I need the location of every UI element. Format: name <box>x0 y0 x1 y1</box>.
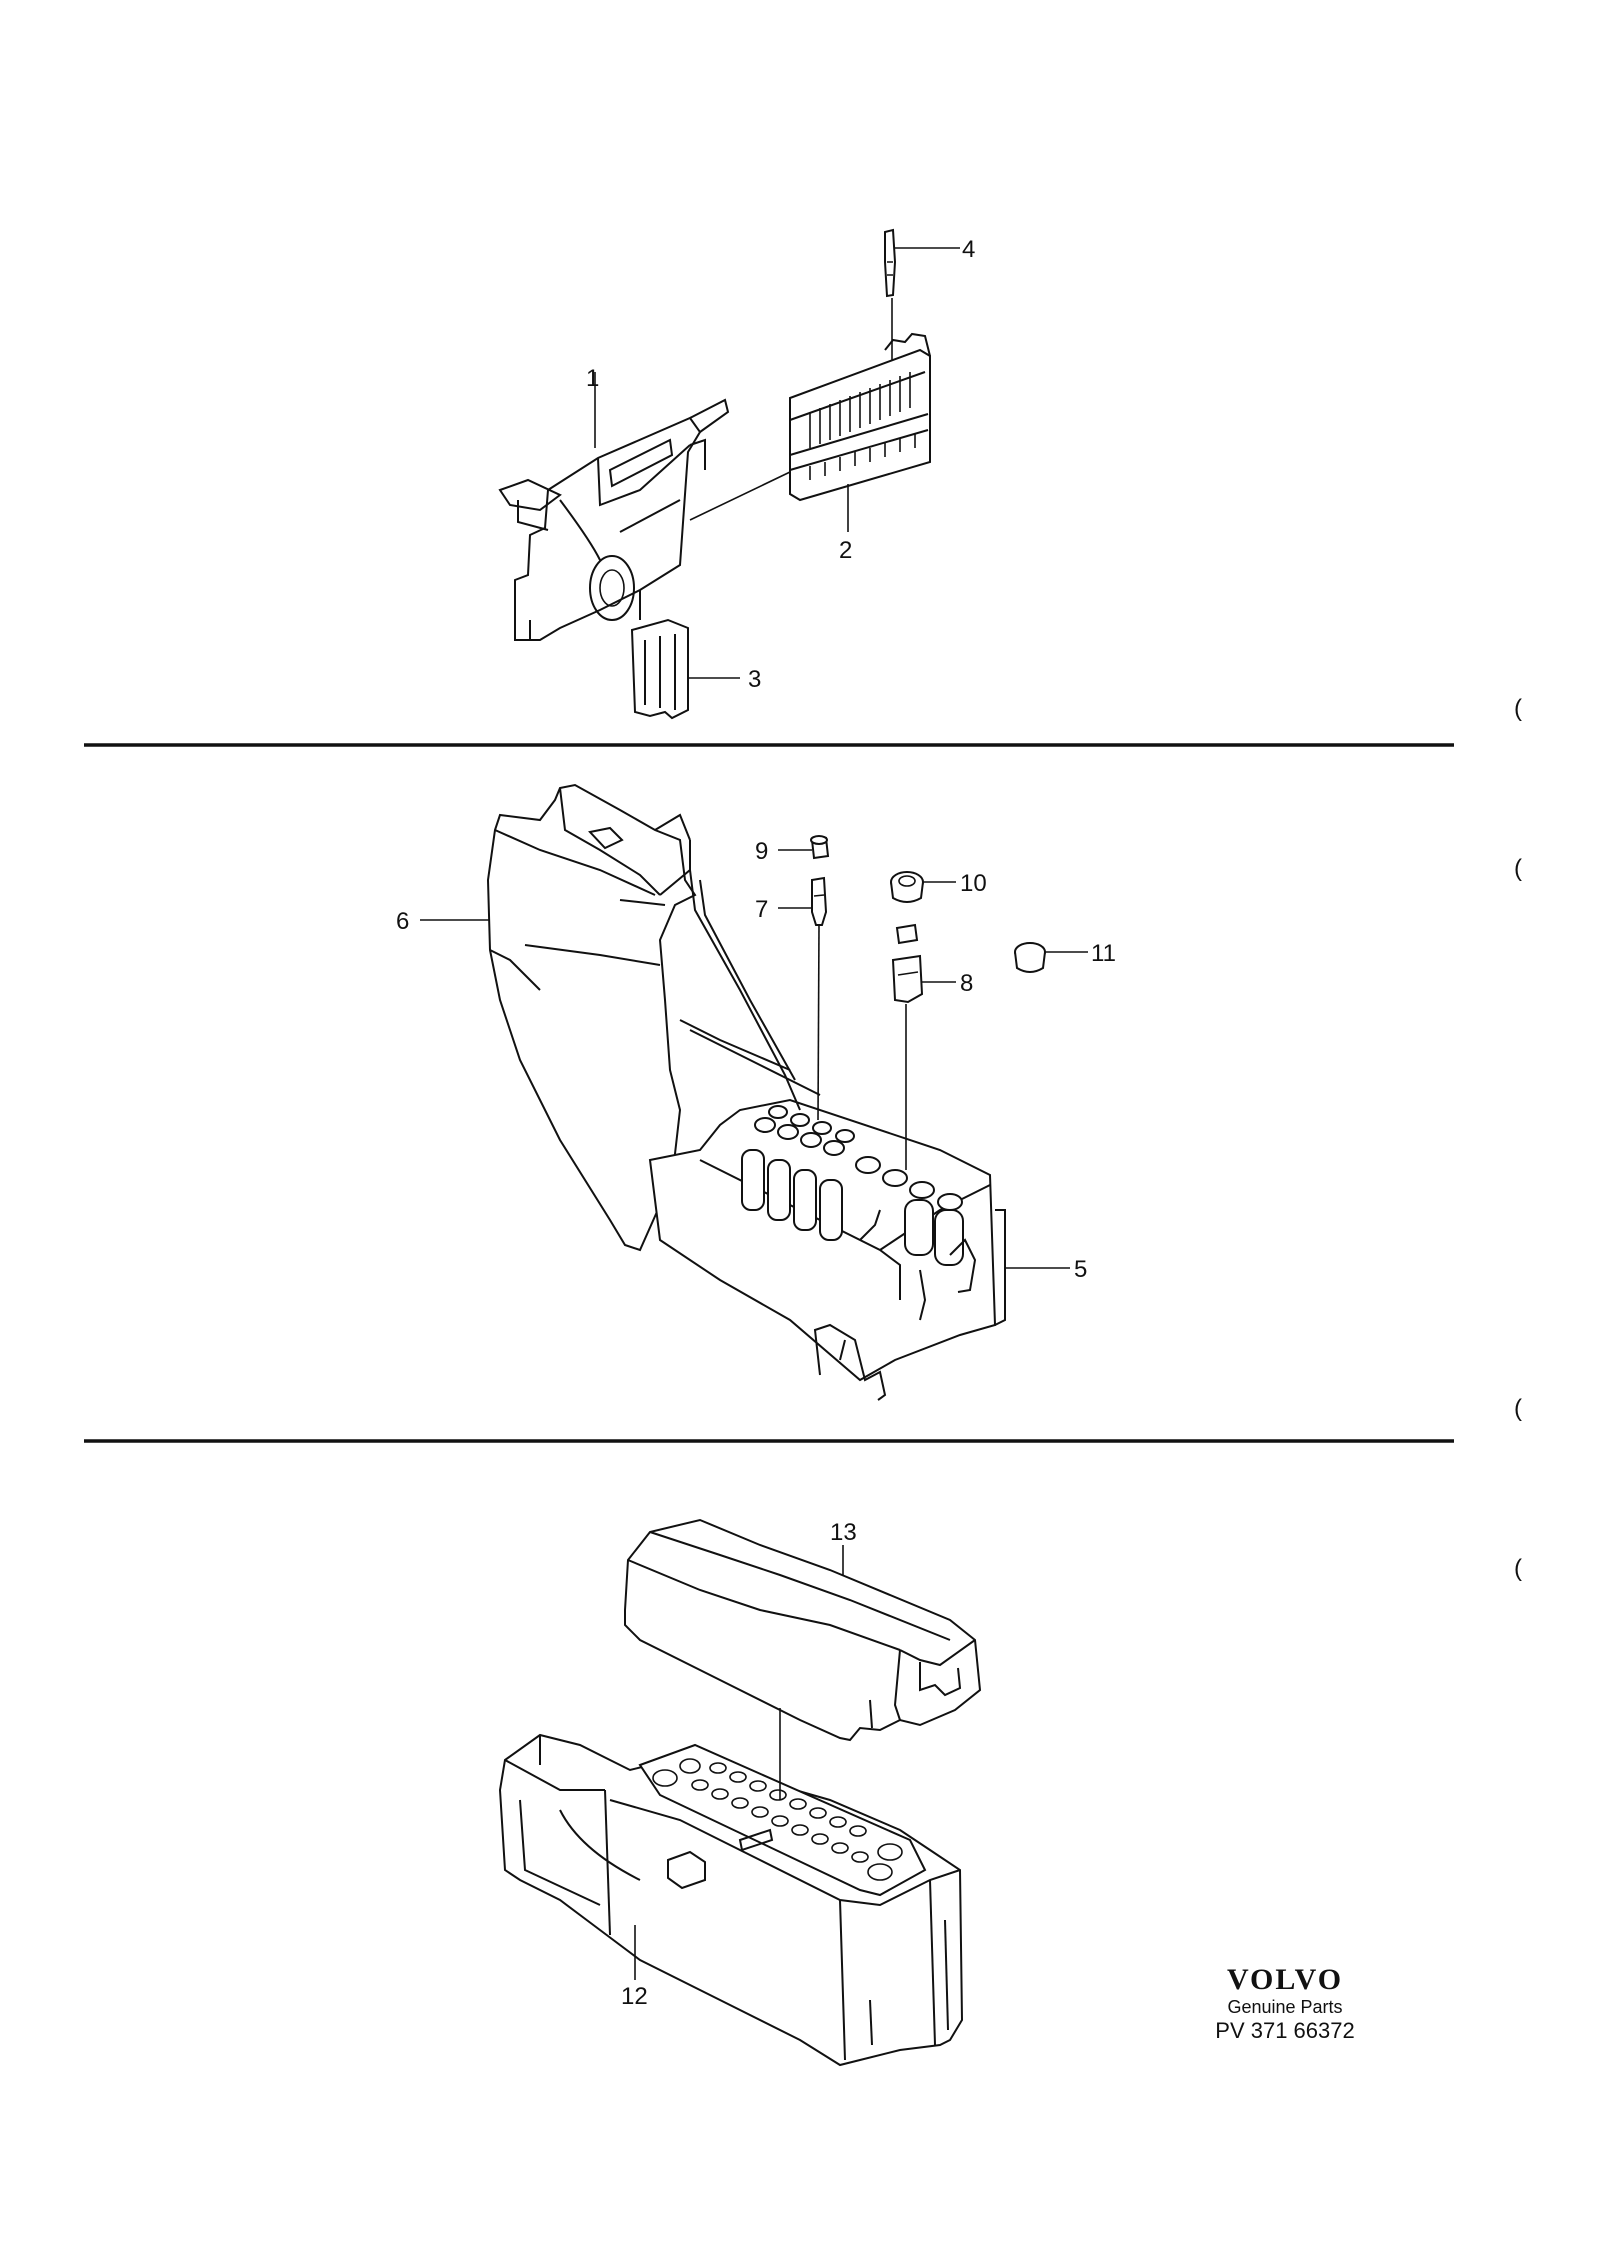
part-7-pin <box>811 876 828 926</box>
part-8-terminal <box>891 923 924 1004</box>
part-2-connector-strip <box>789 332 931 502</box>
section-3: 13 12 <box>498 1518 982 2067</box>
part-13-lid <box>624 1518 982 1742</box>
part-12-base <box>498 1733 964 2067</box>
brand-block: VOLVO Genuine Parts PV 371 66372 <box>1185 1964 1385 2044</box>
label-10: 10 <box>960 870 987 897</box>
label-6: 6 <box>396 908 409 935</box>
leader-7b <box>817 925 820 1121</box>
leader-1b <box>689 471 791 521</box>
part-5-housing <box>648 869 1006 1401</box>
label-8: 8 <box>960 970 973 997</box>
label-4: 4 <box>962 236 975 263</box>
label-9: 9 <box>755 838 768 865</box>
section-1: 1 2 3 4 <box>498 228 975 720</box>
part-11-cap <box>1014 942 1046 973</box>
section-2: 9 7 10 8 11 6 5 <box>396 783 1116 1401</box>
part-10-grommet <box>890 871 924 903</box>
diagram-reference: PV 371 66372 <box>1215 2018 1355 2043</box>
label-7: 7 <box>755 896 768 923</box>
label-13: 13 <box>830 1519 857 1546</box>
label-12: 12 <box>621 1983 648 2010</box>
connector-grid <box>638 1743 927 1897</box>
label-3: 3 <box>748 666 761 693</box>
label-11: 11 <box>1091 940 1116 967</box>
brand-tagline: Genuine Parts <box>1227 1997 1343 2017</box>
margin-mark: ( <box>1514 1395 1522 1422</box>
margin-mark: ( <box>1514 855 1522 882</box>
volvo-logo: VOLVO <box>1226 1963 1344 1996</box>
part-9-plug <box>810 835 830 860</box>
margin-mark: ( <box>1514 1555 1522 1582</box>
label-2: 2 <box>839 537 852 564</box>
label-1: 1 <box>586 365 599 392</box>
margin-mark: ( <box>1514 695 1522 722</box>
part-3-clip <box>630 618 689 720</box>
part-4-terminal <box>884 228 897 298</box>
label-5: 5 <box>1074 1256 1087 1283</box>
socket-array <box>741 1105 964 1266</box>
part-1-bracket <box>498 398 730 641</box>
